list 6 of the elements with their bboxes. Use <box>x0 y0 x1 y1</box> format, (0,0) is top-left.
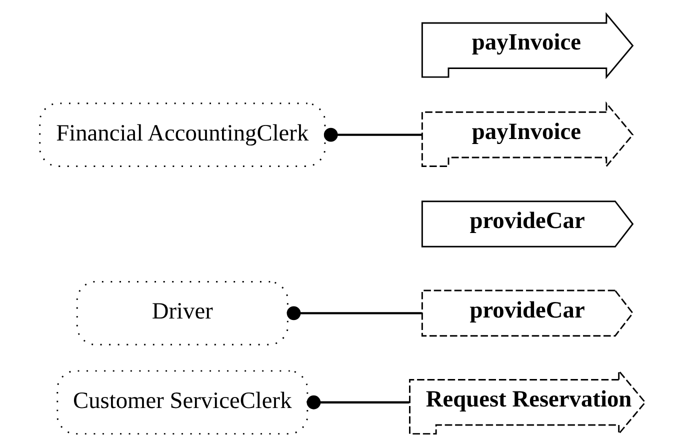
connector <box>323 128 422 142</box>
node-box: Financial AccountingClerk <box>38 102 326 167</box>
node-box: Customer ServiceClerk <box>56 370 308 435</box>
node-box: Driver <box>76 281 288 346</box>
connector <box>306 395 409 410</box>
connector <box>286 306 422 320</box>
